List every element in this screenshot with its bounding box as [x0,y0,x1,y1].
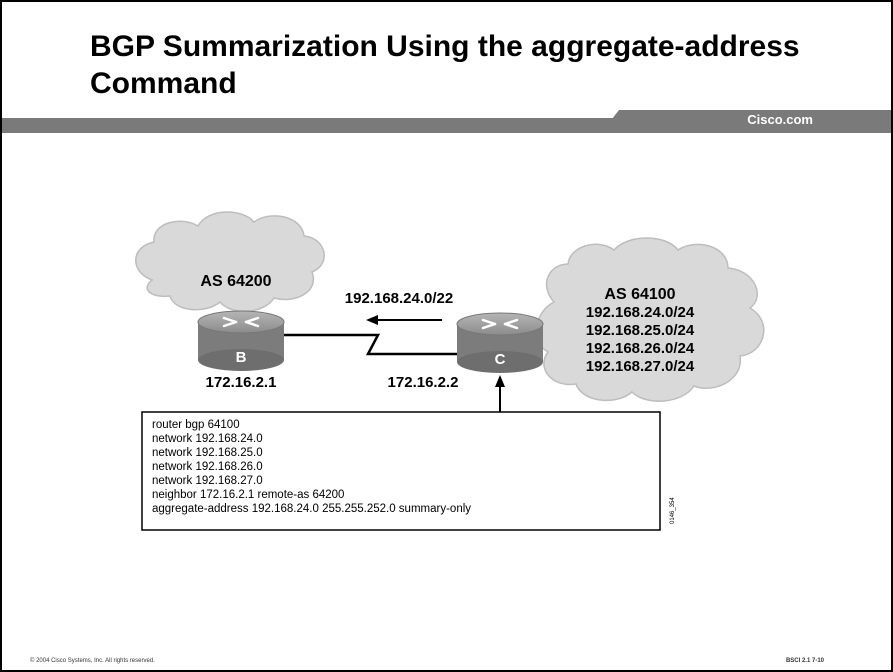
header-tab [601,110,891,133]
network-25: 192.168.25.0/24 [586,322,695,339]
as-64100-label: AS 64100 [604,286,675,303]
cloud-as-64200 [135,211,325,313]
router-b-label: B [236,349,247,366]
summary-route-label: 192.168.24.0/22 [345,290,453,307]
config-line-2: network 192.168.24.0 [152,433,263,445]
copyright-text: © 2004 Cisco Systems, Inc. All rights re… [30,658,155,664]
config-line-7: aggregate-address 192.168.24.0 255.255.2… [152,503,471,515]
figure-id: 0146_354 [670,497,676,524]
slide-title: BGP Summarization Using the aggregate-ad… [90,30,800,100]
router-b-address: 172.16.2.1 [206,374,277,391]
cloud-as-64100 [535,237,765,402]
course-code: BSCI 2.1 7-10 [785,658,824,664]
network-24: 192.168.24.0/24 [586,304,695,321]
config-box [141,411,661,531]
config-line-6: neighbor 172.16.2.1 remote-as 64200 [152,489,344,501]
config-line-1: router bgp 64100 [152,419,240,431]
router-b [197,310,285,371]
as-64200-label: AS 64200 [200,273,271,290]
router-c [456,312,544,373]
brand-label: Cisco.com [747,112,813,127]
config-line-5: network 192.168.27.0 [152,475,263,487]
router-c-address: 172.16.2.2 [388,374,459,391]
network-27: 192.168.27.0/24 [586,358,695,375]
router-c-label: C [495,351,506,368]
router-c-arrows-icon [481,318,519,330]
config-pointer-arrow [495,375,505,412]
config-line-4: network 192.168.26.0 [152,461,263,473]
network-26: 192.168.26.0/24 [586,340,695,357]
summary-route-arrow [366,315,442,325]
config-line-3: network 192.168.25.0 [152,447,263,459]
router-b-arrows-icon [222,316,260,328]
serial-link [282,333,464,356]
